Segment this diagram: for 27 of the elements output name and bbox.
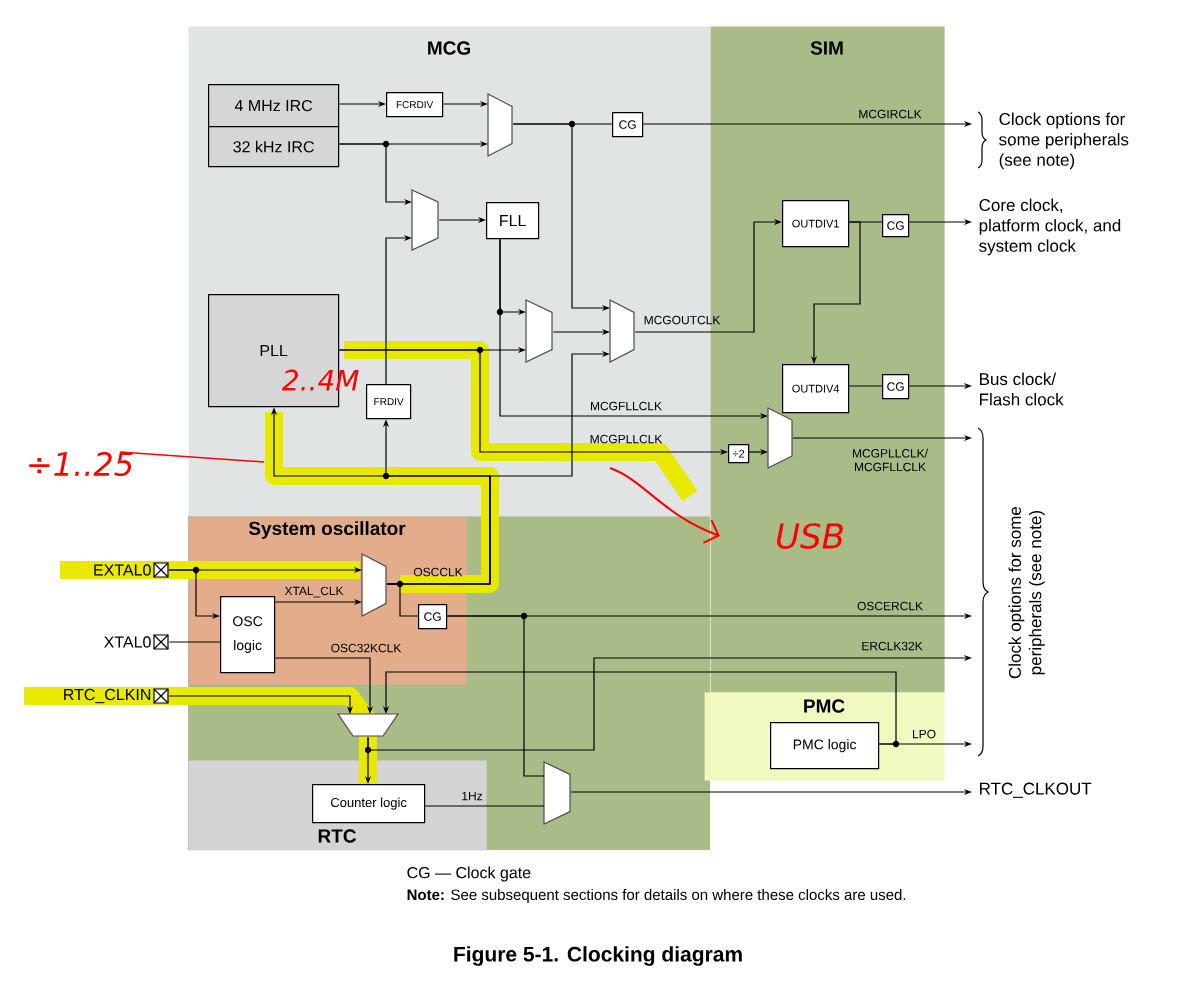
output-description: RTC_CLKOUT [980,782,1092,798]
pin-label: XTAL0 [104,634,169,650]
multiplexer-symbol [767,407,793,469]
signal-line [424,805,545,807]
multiplexer-symbol [543,761,571,825]
output-description: Clock options for some peripherals (see note) [977,427,1045,757]
note-text: CG — Clock gate [407,866,531,882]
oscillator-box: 4 MHz IRC [208,84,340,128]
signal-line [446,615,545,777]
signal-line [168,641,221,643]
oscillator-box: 32 kHz IRC [208,126,340,168]
pin-label: EXTAL0 [94,562,169,578]
signal-line [848,385,883,387]
output-description: Clock options for some peripherals (see note) [977,111,1129,170]
function-block: FLL [486,202,540,240]
caption: Figure 5-1. Clocking diagram [454,946,742,966]
handwritten-note: ÷1..25 [29,451,133,477]
output-description: Core clock, platform clock, and system clock [979,198,1121,256]
signal-line [386,583,419,617]
pin-label: RTC_CLKIN [64,688,169,704]
output-description: Bus clock/ Flash clock [980,372,1064,406]
multiplexer-symbol [487,93,513,157]
multiplexer-symbol [411,189,439,251]
multiplexer-symbol [361,553,387,617]
multiplexer-symbol [525,299,553,363]
multiplexer-symbol [609,299,635,363]
handwritten-note: USB [777,523,843,549]
